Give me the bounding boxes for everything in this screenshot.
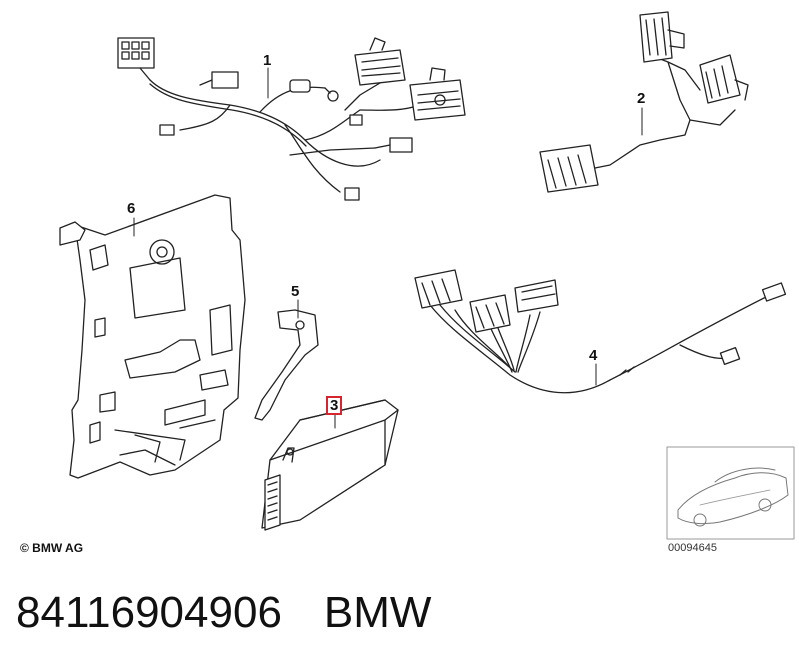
leader-lines [133,67,643,429]
catalog-number: 00094645 [668,542,717,554]
brand-name: BMW [323,588,432,637]
cable-harness-part-4 [414,269,787,394]
callout-5: 5 [291,283,300,300]
callout-6: 6 [127,200,136,217]
callout-2: 2 [637,90,646,107]
callout-3[interactable]: 3 [326,396,343,415]
car-thumbnail [666,446,795,540]
footer: 84116904906 BMW [16,588,431,638]
callout-1: 1 [263,52,272,69]
mounting-bracket-part-6 [59,194,246,479]
part-number: 84116904906 [16,588,282,637]
bracket-strip-part-5 [254,309,319,421]
copyright-text: © BMW AG [20,541,84,555]
connector-cable-part-2 [539,11,749,193]
wiring-harness-part-1 [117,37,466,201]
control-module-part-3 [261,399,399,531]
callout-4: 4 [589,347,598,364]
